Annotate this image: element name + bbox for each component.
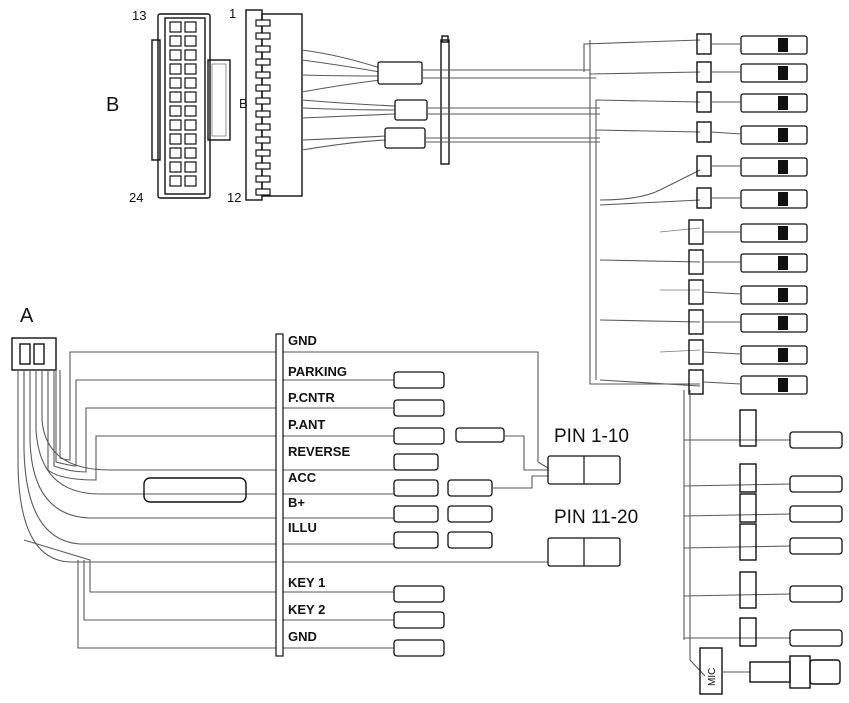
connector-b-pin-13: 13 xyxy=(132,8,146,23)
mic-label: MIC xyxy=(707,668,718,686)
label-gnd-top: GND xyxy=(288,333,317,348)
connector-a: A xyxy=(11,305,549,649)
connector-b-side-pins xyxy=(255,19,271,196)
label-key1: KEY 1 xyxy=(288,575,325,590)
label-pant: P.ANT xyxy=(288,417,325,432)
connector-a-plugs xyxy=(393,371,621,657)
label-gnd-bottom: GND xyxy=(288,629,317,644)
rca-connectors xyxy=(688,33,808,395)
label-illu: ILLU xyxy=(288,520,317,535)
label-key2: KEY 2 xyxy=(288,602,325,617)
label-bar xyxy=(275,333,284,657)
connector-b-label: B xyxy=(106,94,119,116)
label-acc: ACC xyxy=(288,470,317,485)
rca-trunk xyxy=(583,39,701,387)
label-reverse: REVERSE xyxy=(288,444,350,459)
label-parking: PARKING xyxy=(288,364,347,379)
connector-a-label: A xyxy=(20,305,34,327)
connector-b-pin-12: 12 xyxy=(227,190,241,205)
pin-group-1-10: PIN 1-10 xyxy=(554,426,629,447)
label-pcntr: P.CNTR xyxy=(288,390,335,405)
connector-b-wires xyxy=(301,35,600,165)
connector-b-pin-grid xyxy=(169,21,197,187)
lower-right-leads: MIC xyxy=(683,390,843,695)
label-bplus: B+ xyxy=(288,495,305,510)
connector-b-pin-24: 24 xyxy=(129,190,143,205)
connector-b: B 13 1 24 12 B xyxy=(106,6,303,205)
connector-b-side-mark: B xyxy=(239,96,248,111)
connector-b-pin-1: 1 xyxy=(229,6,236,21)
pin-group-11-20: PIN 11-20 xyxy=(554,507,638,528)
connector-a-wire-labels: GND PARKING P.CNTR P.ANT REVERSE ACC B+ … xyxy=(288,333,350,644)
